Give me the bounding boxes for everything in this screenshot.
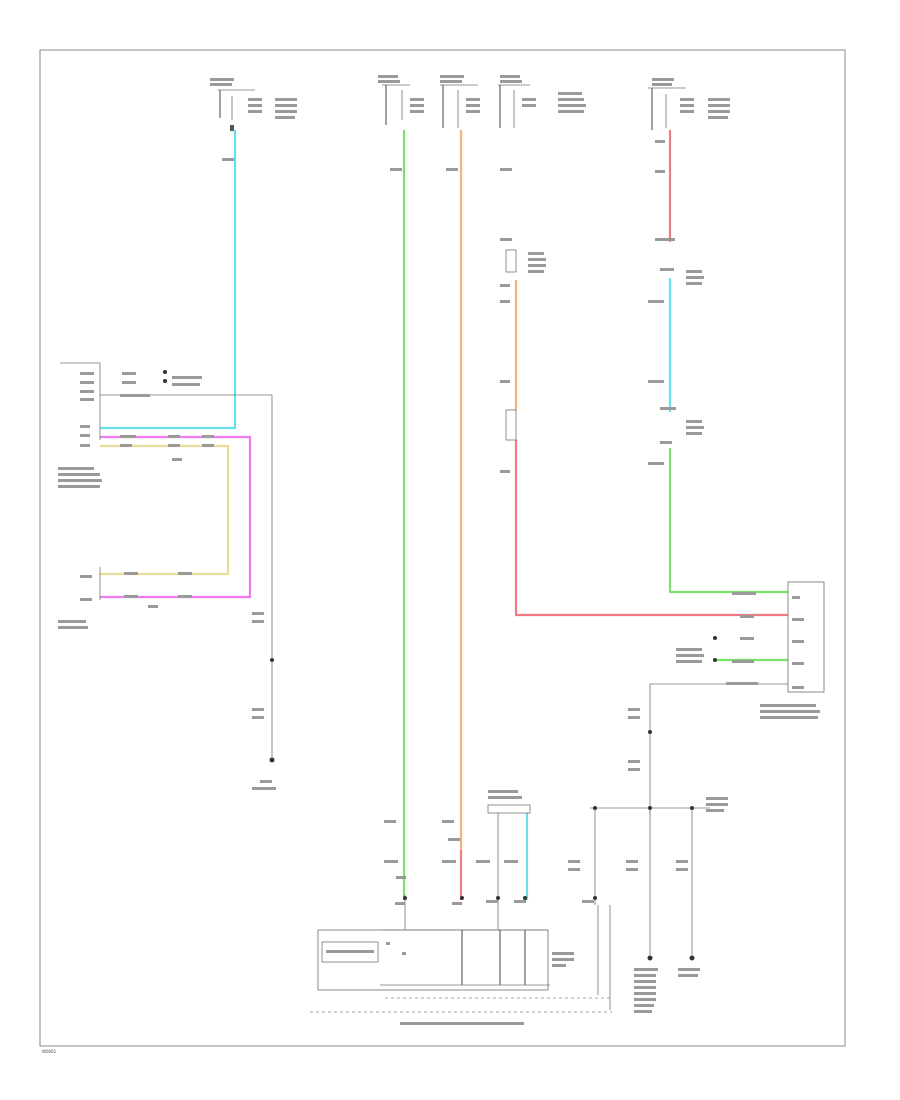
fuse-block-left: [218, 89, 255, 131]
structural-wires: [60, 249, 825, 1013]
junction-dots: [163, 370, 717, 961]
fuse-block-center-2: [440, 84, 478, 128]
right-module-box: [787, 581, 825, 693]
fuse-block-center-1: [382, 84, 410, 125]
label-marks: [58, 75, 820, 1025]
wire-yellow-left: [100, 444, 230, 576]
bottom-ecu-box: [317, 929, 549, 991]
wire-red-mid: [514, 440, 788, 617]
figure-id: W0001: [42, 1049, 57, 1054]
diagram-frame: [39, 49, 846, 1047]
wire-green-right: [668, 448, 788, 594]
fuse-block-center-3: [498, 84, 530, 128]
wire-group: [100, 130, 788, 900]
wire-cyan-left: [100, 130, 237, 430]
fuse-block-right: [648, 87, 686, 130]
